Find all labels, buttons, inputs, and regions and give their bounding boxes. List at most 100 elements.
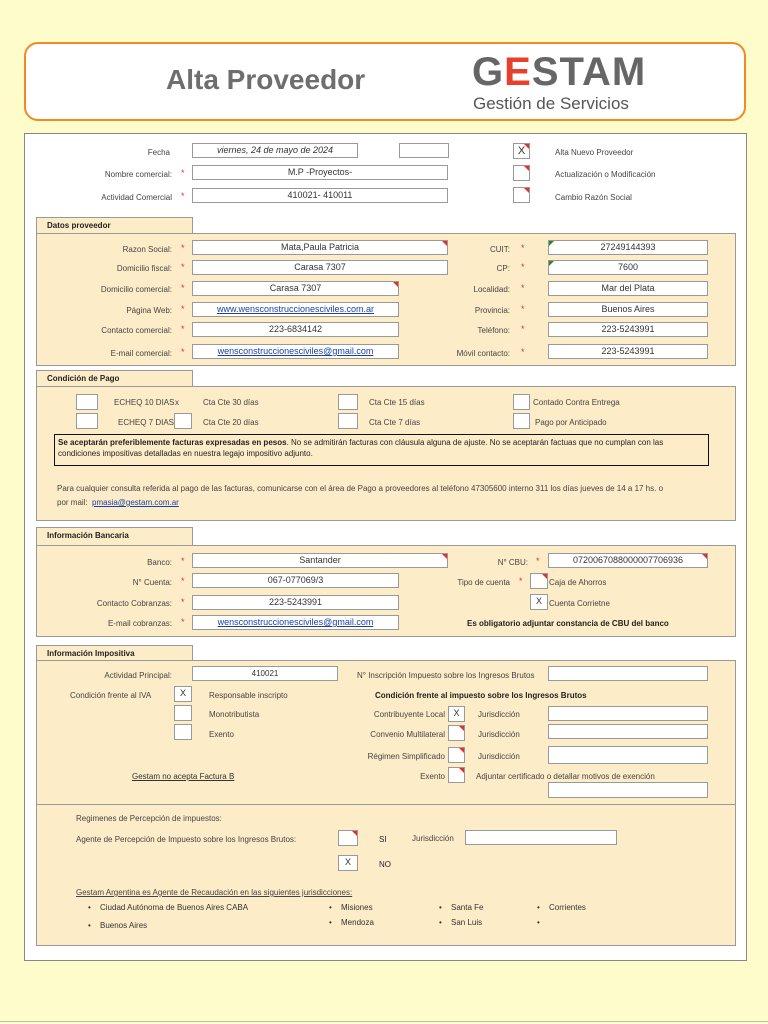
cp-field[interactable]: 7600 bbox=[548, 260, 708, 275]
fecha-extra-field[interactable] bbox=[399, 143, 449, 158]
caja-ahorros-checkbox[interactable] bbox=[530, 573, 548, 589]
fecha-field[interactable]: viernes, 24 de mayo de 2024 bbox=[192, 143, 358, 158]
email-cobranzas-label: E-mail cobranzas: bbox=[107, 619, 172, 628]
actualizacion-label: Actualización o Modificación bbox=[555, 170, 656, 179]
section-datos-proveedor bbox=[36, 233, 736, 366]
header-banner: Alta Proveedor GESTAM Gestión de Servici… bbox=[24, 42, 746, 121]
juris-label-3: Jurisdicción bbox=[478, 752, 520, 761]
page-divider bbox=[0, 1021, 768, 1022]
movil-field[interactable]: 223-5243991 bbox=[548, 344, 708, 359]
contrib-local-checkbox[interactable]: X bbox=[448, 706, 465, 722]
contacto-field[interactable]: 223-6834142 bbox=[192, 322, 399, 337]
juris-field-1[interactable] bbox=[548, 706, 708, 721]
warning-box: Se aceptarán preferiblemente facturas ex… bbox=[54, 434, 709, 466]
simplificado-checkbox[interactable] bbox=[448, 747, 465, 763]
echeq10-label: ECHEQ 10 DIAS bbox=[114, 398, 175, 407]
contacto-cobranzas-field[interactable]: 223-5243991 bbox=[192, 595, 399, 610]
required-marker: * bbox=[536, 556, 540, 566]
contado-checkbox[interactable] bbox=[513, 394, 530, 410]
actividad-field[interactable]: 410021- 410011 bbox=[192, 188, 448, 203]
banco-field[interactable]: Santander bbox=[192, 553, 448, 568]
tab-info-bancaria: Información Bancaria bbox=[36, 527, 193, 546]
monotributista-checkbox[interactable] bbox=[174, 705, 192, 721]
provincia-label: Provincia: bbox=[474, 306, 510, 315]
cbu-label: N° CBU: bbox=[497, 558, 528, 567]
recaudacion-heading: Gestam Argentina es Agente de Recaudació… bbox=[76, 888, 353, 897]
echeq10-checkbox[interactable] bbox=[76, 394, 98, 410]
exento-iva-checkbox[interactable] bbox=[174, 724, 192, 740]
required-marker: * bbox=[521, 243, 525, 253]
cuenta-field[interactable]: 067-077069/3 bbox=[192, 573, 399, 588]
factura-b-note: Gestam no acepta Factura B bbox=[132, 772, 235, 781]
juris-field-2[interactable] bbox=[548, 724, 708, 739]
required-marker: * bbox=[521, 304, 525, 314]
web-label: Página Web: bbox=[126, 306, 172, 315]
mail-prefix: por mail: bbox=[57, 498, 88, 507]
cc20-label: Cta Cte 20 días bbox=[203, 418, 259, 427]
telefono-field[interactable]: 223-5243991 bbox=[548, 322, 708, 337]
web-field[interactable]: www.wensconstruccionesciviles.com.ar bbox=[192, 302, 399, 317]
cambio-checkbox[interactable] bbox=[513, 187, 530, 203]
razon-field[interactable]: Mata,Paula Patricia bbox=[192, 240, 448, 255]
required-marker: * bbox=[181, 168, 185, 178]
cuenta-corriente-checkbox[interactable]: X bbox=[530, 594, 548, 610]
mail-link[interactable]: pmasia@gestam.com.ar bbox=[92, 498, 179, 507]
telefono-label: Teléfono: bbox=[477, 326, 510, 335]
echeq7-label: ECHEQ 7 DIAS bbox=[118, 418, 175, 427]
cbu-field[interactable]: 0720067088000007706936 bbox=[548, 553, 708, 568]
agente-si-label: SI bbox=[379, 835, 387, 844]
alta-checkbox[interactable]: X bbox=[513, 143, 530, 159]
actualizacion-checkbox[interactable] bbox=[513, 165, 530, 181]
agente-label: Agente de Percepción de Impuesto sobre l… bbox=[76, 835, 297, 844]
domcom-label: Domicilio comercial: bbox=[100, 285, 172, 294]
anticipado-checkbox[interactable] bbox=[513, 413, 530, 429]
percepcion-juris-field[interactable] bbox=[465, 830, 617, 845]
domcom-field[interactable]: Carasa 7307 bbox=[192, 281, 399, 296]
actividad-principal-field[interactable]: 410021 bbox=[192, 666, 338, 681]
domfiscal-field[interactable]: Carasa 7307 bbox=[192, 260, 448, 275]
nombre-field[interactable]: M.P -Proyectos- bbox=[192, 165, 448, 180]
exencion-field[interactable] bbox=[548, 782, 708, 798]
juris-field-3[interactable] bbox=[548, 746, 708, 764]
localidad-field[interactable]: Mar del Plata bbox=[548, 281, 708, 296]
cc20-checkbox[interactable] bbox=[174, 413, 192, 429]
movil-label: Móvil contacto: bbox=[456, 349, 510, 358]
actividad-label: Actividad Comercial bbox=[101, 193, 172, 202]
juris-item: Misiones bbox=[329, 903, 372, 912]
nombre-label: Nombre comercial: bbox=[104, 170, 172, 179]
required-marker: * bbox=[521, 347, 525, 357]
adjuntar-label: Adjuntar certificado o detallar motivos … bbox=[476, 772, 655, 781]
cuenta-label: N° Cuenta: bbox=[132, 578, 172, 587]
provincia-field[interactable]: Buenos Aires bbox=[548, 302, 708, 317]
email-field[interactable]: wensconstruccionesciviles@gmail.com bbox=[192, 344, 399, 359]
contado-label: Contado Contra Entrega bbox=[533, 398, 620, 407]
actividad-principal-label: Actividad Principal: bbox=[104, 671, 172, 680]
alta-label: Alta Nuevo Proveedor bbox=[555, 148, 634, 157]
required-marker: * bbox=[181, 304, 185, 314]
required-marker: * bbox=[521, 283, 525, 293]
juris-item: San Luis bbox=[439, 918, 482, 927]
required-marker: * bbox=[181, 283, 185, 293]
juris-item: Mendoza bbox=[329, 918, 374, 927]
required-marker: * bbox=[181, 191, 185, 201]
cc7-checkbox[interactable] bbox=[338, 413, 358, 429]
responsable-checkbox[interactable]: X bbox=[174, 686, 192, 702]
email-cobranzas-field[interactable]: wensconstruccionesciviles@gmail.com bbox=[192, 615, 399, 630]
caja-ahorros-label: Caja de Ahorros bbox=[549, 578, 607, 587]
cc15-checkbox[interactable] bbox=[338, 394, 358, 410]
agente-si-checkbox[interactable] bbox=[338, 830, 358, 846]
required-marker: * bbox=[181, 262, 185, 272]
agente-no-checkbox[interactable]: X bbox=[338, 855, 358, 871]
razon-label: Razon Social: bbox=[122, 245, 172, 254]
convenio-checkbox[interactable] bbox=[448, 725, 465, 741]
domfiscal-label: Domicilio fiscal: bbox=[116, 264, 172, 273]
echeq7-checkbox[interactable] bbox=[76, 413, 98, 429]
iibb-field[interactable] bbox=[548, 666, 708, 681]
required-marker: * bbox=[181, 617, 185, 627]
required-marker: * bbox=[519, 576, 523, 586]
cbu-obligatorio-note: Es obligatorio adjuntar constancia de CB… bbox=[467, 619, 669, 628]
contrib-local-label: Contribuyente Local bbox=[373, 710, 445, 719]
cuit-field[interactable]: 27249144393 bbox=[548, 240, 708, 255]
cambio-label: Cambio Razón Social bbox=[555, 193, 632, 202]
exento-iibb-checkbox[interactable] bbox=[448, 767, 465, 783]
